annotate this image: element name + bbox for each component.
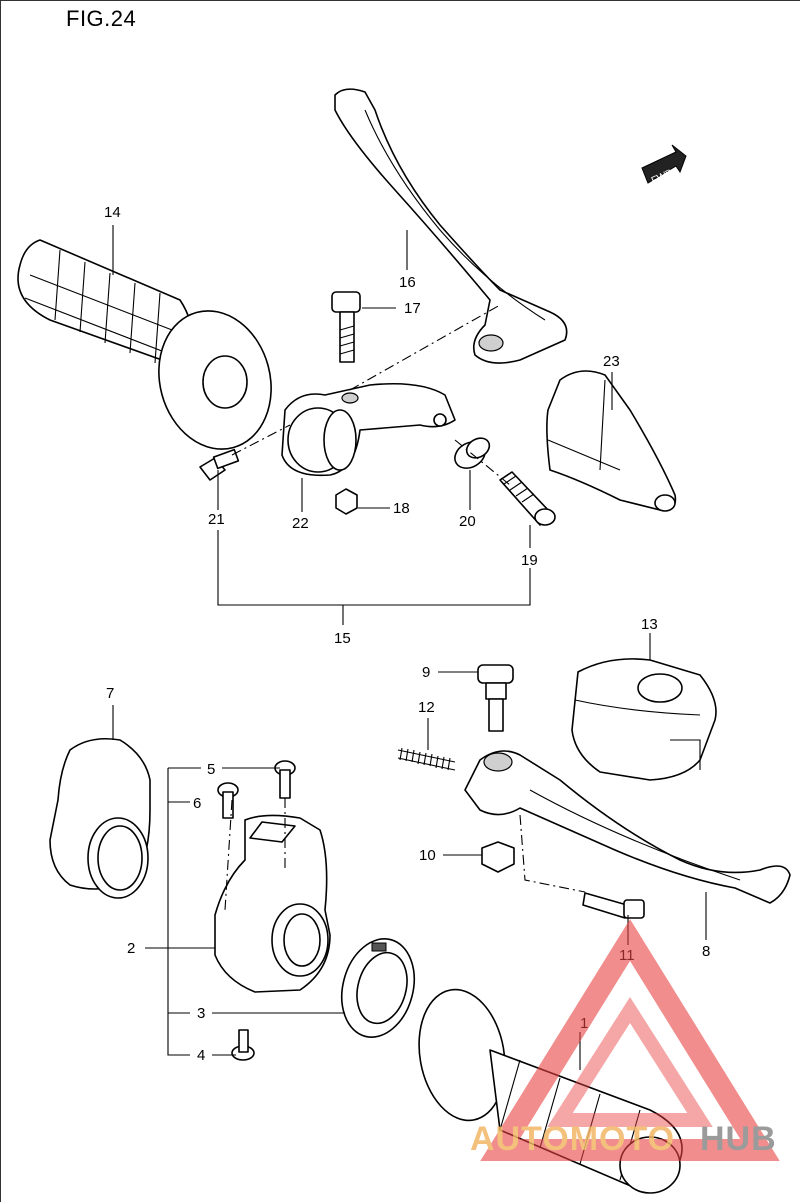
switch-body-2 xyxy=(214,814,331,993)
pivot-bolt-9 xyxy=(477,664,514,732)
assembly-bracket-15 xyxy=(217,530,531,606)
callout-17: 17 xyxy=(404,300,421,317)
callout-15: 15 xyxy=(334,630,351,647)
bolt-11 xyxy=(582,892,645,919)
leader-lines xyxy=(112,225,707,1070)
clamp-ring-3 xyxy=(341,938,415,1038)
lock-nut-20 xyxy=(454,437,491,469)
nut-10 xyxy=(481,841,515,873)
callout-2: 2 xyxy=(127,940,135,957)
callout-8: 8 xyxy=(702,943,710,960)
callout-22: 22 xyxy=(292,515,309,532)
screw-6 xyxy=(217,782,239,819)
callout-23: 23 xyxy=(603,353,620,370)
callout-7: 7 xyxy=(106,685,114,702)
callout-21: 21 xyxy=(208,511,225,528)
callout-5: 5 xyxy=(207,761,215,778)
callout-6: 6 xyxy=(193,795,201,812)
callout-19: 19 xyxy=(521,552,538,569)
watermark-text-left: AUTOMOTO xyxy=(470,1120,675,1158)
callout-16: 16 xyxy=(399,274,416,291)
callout-4: 4 xyxy=(197,1047,205,1064)
callout-labels: 1 2 3 4 5 6 7 8 9 10 11 12 13 14 15 16 1… xyxy=(104,204,710,1064)
callout-12: 12 xyxy=(418,699,435,716)
screw-5 xyxy=(274,760,296,799)
watermark-text-right: HUB xyxy=(700,1120,777,1158)
nut-18 xyxy=(335,488,358,515)
switch-cover-13 xyxy=(571,658,717,781)
automotohub-logo: AUTOMOTO HUB xyxy=(470,919,780,1161)
fwd-arrow-icon: FWD xyxy=(641,144,687,187)
clutch-lever xyxy=(334,88,568,364)
switch-housing-7 xyxy=(49,737,151,899)
spring-12 xyxy=(397,747,456,771)
adjuster-19 xyxy=(499,471,556,526)
callout-13: 13 xyxy=(641,616,658,633)
screw-4 xyxy=(231,1029,255,1061)
callout-3: 3 xyxy=(197,1005,205,1022)
callout-20: 20 xyxy=(459,513,476,530)
callout-18: 18 xyxy=(393,500,410,517)
lever-holder xyxy=(281,382,456,477)
figure-title: FIG.24 xyxy=(66,6,137,31)
centerlines xyxy=(224,304,586,911)
lever-cover-23 xyxy=(546,370,677,512)
callout-10: 10 xyxy=(419,847,436,864)
brake-lever-8 xyxy=(464,750,791,904)
left-grip xyxy=(17,239,272,450)
callout-9: 9 xyxy=(422,664,430,681)
bolt-17 xyxy=(331,291,361,363)
callout-14: 14 xyxy=(104,204,121,221)
